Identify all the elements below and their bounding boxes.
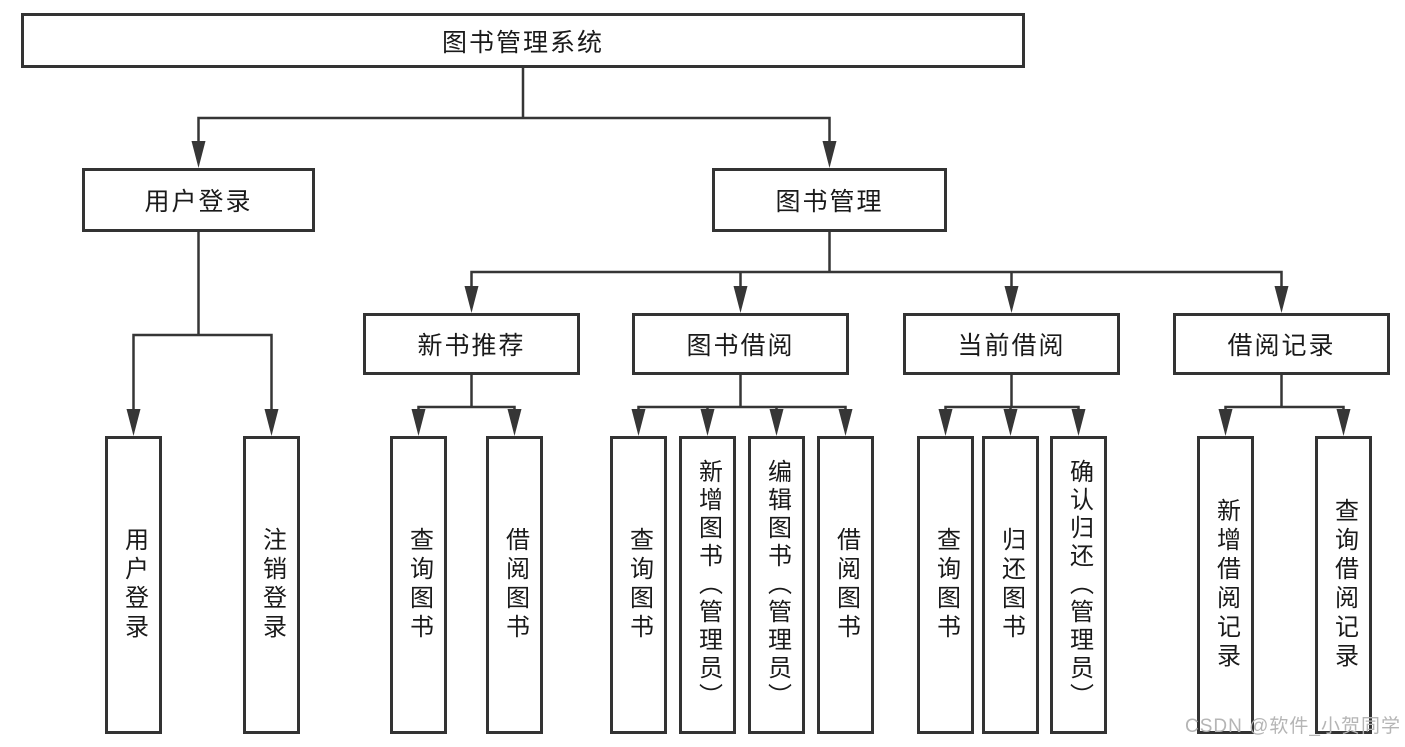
node-root-library-management-system: 图书管理系统	[21, 13, 1025, 68]
node-label: 查询图书	[625, 527, 653, 643]
connector-root-to-level2	[197, 68, 831, 146]
node-label: 查询图书	[405, 527, 433, 643]
node-user-login: 用户登录	[82, 168, 315, 232]
connector-book-management-children	[470, 232, 1283, 290]
node-new-book-recommendation: 新书推荐	[363, 313, 580, 375]
connector-borrowing-records-children	[1224, 375, 1345, 414]
leaf-query-books-current: 查询图书	[917, 436, 974, 734]
leaf-query-books-borrowing: 查询图书	[610, 436, 667, 734]
leaf-return-books: 归还图书	[982, 436, 1039, 734]
leaf-confirm-return-admin: 确认归还（管理员）	[1050, 436, 1107, 734]
csdn-watermark: CSDN @软件_小贺同学	[1185, 716, 1401, 737]
node-label: 借阅图书	[501, 527, 529, 643]
node-label: 借阅图书	[832, 527, 860, 643]
node-label: 借阅记录	[1227, 332, 1336, 360]
node-label: 用户登录	[144, 188, 253, 216]
node-label: 图书管理	[775, 188, 884, 216]
leaf-edit-books-admin: 编辑图书（管理员）	[748, 436, 805, 734]
node-label: 新书推荐	[417, 332, 526, 360]
node-label: 当前借阅	[957, 332, 1066, 360]
connector-current-borrowing-children	[944, 375, 1080, 414]
node-label: 注销登录	[258, 527, 286, 643]
node-label: 新增借阅记录	[1212, 498, 1240, 672]
node-current-borrowing: 当前借阅	[903, 313, 1120, 375]
node-label: 图书管理系统	[441, 28, 604, 57]
node-book-borrowing: 图书借阅	[632, 313, 849, 375]
node-label: 编辑图书（管理员）	[763, 459, 791, 711]
leaf-borrow-books-recommend: 借阅图书	[486, 436, 543, 734]
node-label: 图书借阅	[686, 332, 795, 360]
node-label: 查询借阅记录	[1330, 498, 1358, 672]
leaf-borrow-books: 借阅图书	[817, 436, 874, 734]
leaf-user-login: 用户登录	[105, 436, 162, 734]
connector-new-book-recommendation-children	[417, 375, 516, 414]
node-label: 确认归还（管理员）	[1065, 459, 1093, 711]
connector-book-borrowing-children	[637, 375, 847, 414]
node-label: 用户登录	[120, 527, 148, 643]
leaf-add-books-admin: 新增图书（管理员）	[679, 436, 736, 734]
node-book-management: 图书管理	[712, 168, 947, 232]
node-label: 新增图书（管理员）	[694, 459, 722, 711]
arrowheads	[126, 141, 1351, 436]
node-label: 查询图书	[932, 527, 960, 643]
leaf-query-borrowing-record: 查询借阅记录	[1315, 436, 1372, 734]
leaf-query-books-recommend: 查询图书	[390, 436, 447, 734]
node-label: 归还图书	[997, 527, 1025, 643]
leaf-add-borrowing-record: 新增借阅记录	[1197, 436, 1254, 734]
connector-user-login-children	[132, 232, 273, 412]
node-borrowing-records: 借阅记录	[1173, 313, 1390, 375]
leaf-logout: 注销登录	[243, 436, 300, 734]
